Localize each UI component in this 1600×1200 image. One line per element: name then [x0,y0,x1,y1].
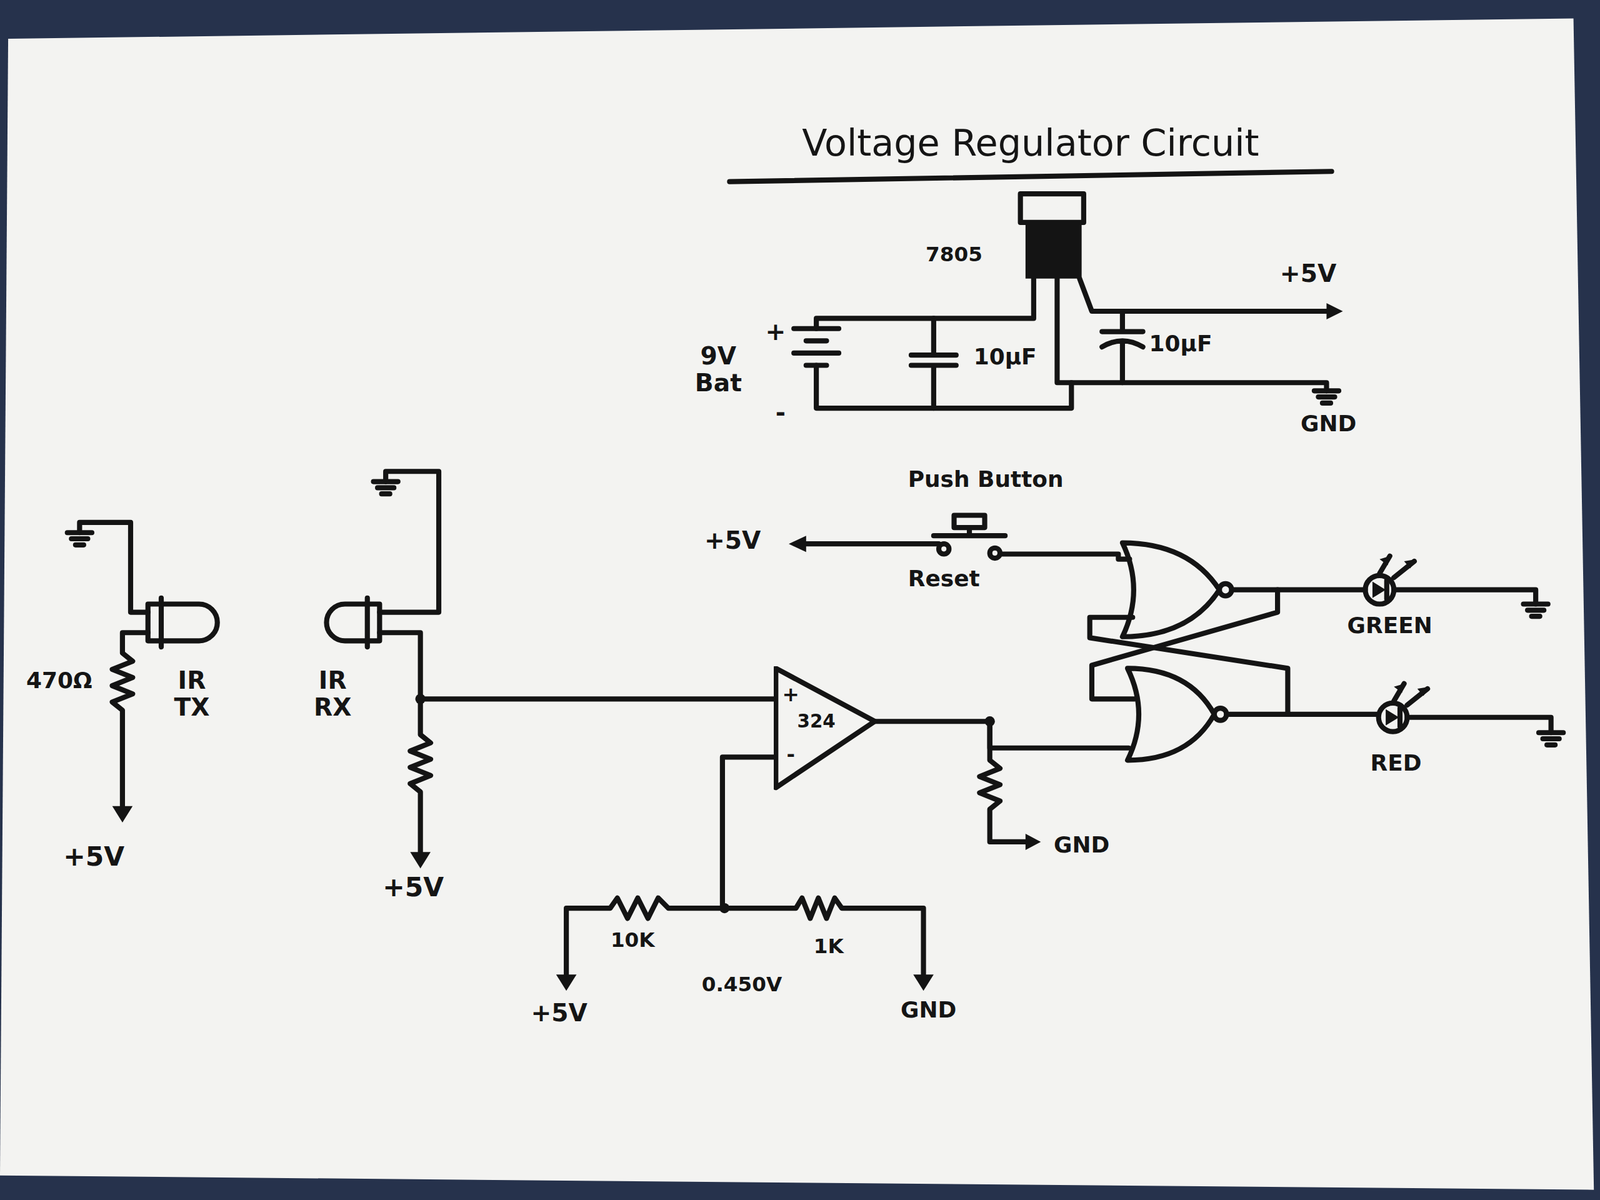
part-name: Push Button [908,467,1064,493]
diagram-title: Voltage Regulator Circuit [801,122,1259,164]
led-symbol [1378,703,1408,732]
resistor-symbol [979,721,1025,842]
wire [722,756,774,909]
wire [806,541,939,547]
part-value: 10µF [973,345,1037,370]
part-name: 9V Bat [687,342,749,397]
net-name: +5V [530,1000,587,1027]
ground-symbol [67,532,92,545]
ground-symbol [373,481,399,495]
resistor-symbol [112,632,149,807]
switch-contact [938,543,949,554]
part-name: IR TX [166,666,218,721]
wire [1226,711,1379,717]
polarity-mark: - [775,400,786,427]
wire [1393,590,1536,605]
net-name: +5V [382,873,444,903]
part-value: 10K [610,929,655,952]
wire [79,522,148,613]
arrow-head [1417,686,1430,697]
arrow-head [410,851,431,869]
nor-gate [1127,668,1215,760]
regulator-tab [1020,193,1084,223]
part-name: IR RX [306,666,359,721]
wire [1090,617,1289,715]
net-name: +5V [63,842,125,872]
battery-symbol [793,328,839,366]
op-amp-triangle: 324 [773,666,879,791]
wire [1231,587,1366,593]
wire [1000,554,1130,560]
net-name: GND [900,998,957,1024]
wire [816,278,1034,329]
part-value: 470Ω [26,668,92,694]
net-name: GND [1053,832,1110,858]
title-underline [729,171,1332,182]
led-symbol [326,598,380,647]
wire [1406,717,1551,733]
arrow-head [788,535,807,552]
junction-dot [985,716,995,727]
part-name: Reset [908,566,980,592]
arrow-head [1393,683,1404,694]
capacitor-symbol [1101,311,1143,383]
junction-dot [415,693,425,704]
wire [420,696,774,702]
arrow-head [1025,833,1041,850]
push-button-cap [954,515,985,528]
part-name: RED [1370,750,1422,776]
nor-gate [1122,543,1220,637]
op-amp-shape [775,668,875,788]
resistor-symbol [566,898,924,975]
led-symbol [1365,575,1394,605]
junction-dot [719,903,730,914]
part-value: 10µF [1149,331,1213,357]
part-value: 1K [813,935,844,959]
diode-triangle [1372,581,1386,599]
capacitor-symbol [911,318,957,409]
part-name: 324 [796,711,835,732]
arrow-head [1379,556,1390,566]
net-name: +5V [1280,260,1337,287]
wire [874,721,1129,748]
regulator-body [1025,222,1082,279]
wire [1056,278,1327,392]
arrow-head [556,974,577,991]
pin-name: + [782,683,800,707]
led-symbol [148,598,218,647]
ground-symbol [1314,390,1339,404]
net-name: +5V [704,527,761,555]
ground-symbol [1523,604,1549,617]
net-name: GND [1300,411,1357,437]
arrow-head [1404,559,1417,569]
pin-name: - [786,743,796,767]
resistor-symbol [379,632,431,852]
wire [816,365,1072,409]
polarity-mark: + [765,318,786,345]
arrow-head [913,974,934,991]
diode-triangle [1385,709,1399,726]
part-name: GREEN [1347,613,1433,639]
part-name: 7805 [925,243,983,267]
regulator-hole [1045,201,1059,215]
signal-value: 0.450V [701,973,783,997]
arrow-head [112,806,134,823]
paper-sheet [0,18,1594,1190]
ground-symbol [1538,732,1564,745]
arrow-head [1326,303,1343,320]
